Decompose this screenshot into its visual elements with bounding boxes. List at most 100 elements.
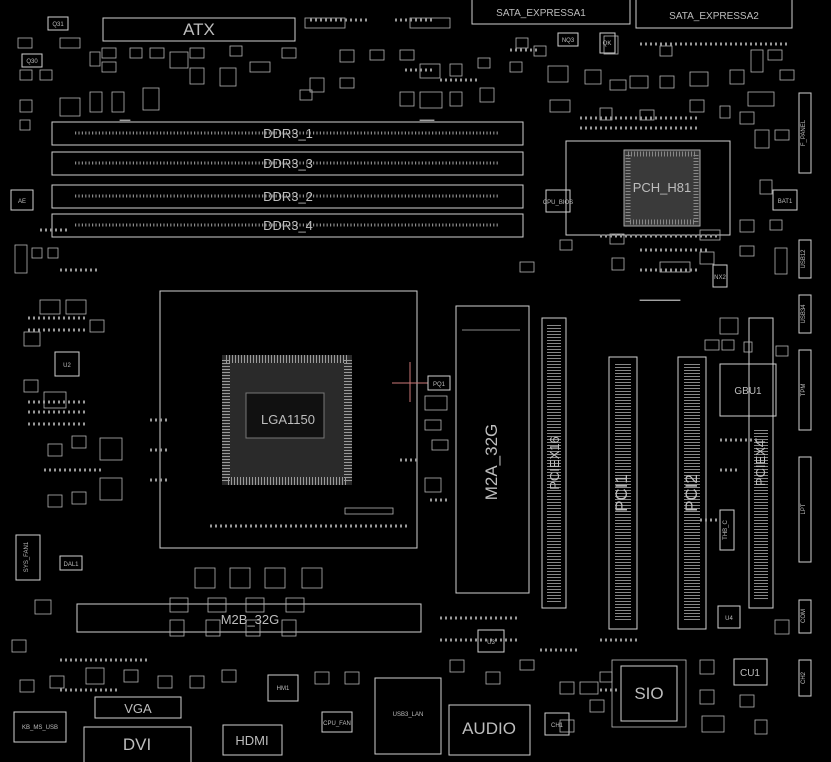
pciex4-slot[interactable]: PCIEX4 [748, 317, 774, 609]
component-outline [424, 419, 442, 431]
f-panel-header[interactable]: F_PANEL [798, 92, 812, 174]
pci1-slot[interactable]: PCI1 [608, 356, 638, 630]
hdmi-port[interactable]: HDMI [222, 724, 283, 756]
sys-fan1-part: SYS_FAN1 [15, 534, 41, 581]
com-header[interactable]: COM [798, 599, 812, 634]
component-outline [603, 35, 619, 55]
cpu-bios-label: CPU_BIOS [543, 200, 573, 206]
component-outline [19, 679, 35, 693]
component-outline [533, 45, 547, 57]
component-outline [424, 395, 448, 411]
component-outline [71, 435, 87, 449]
component-outline [39, 69, 53, 81]
atx-connector[interactable]: ATX [102, 17, 296, 42]
dvi-port[interactable]: DVI [83, 726, 192, 762]
u4-part: U4 [717, 605, 741, 629]
ch2-label: CH2 [801, 671, 807, 684]
component-outline [509, 61, 523, 73]
component-outline [704, 339, 720, 351]
component-outline [743, 341, 753, 353]
gbu1-chip[interactable]: GBU1 [719, 363, 777, 417]
dal1-part: DAL1 [59, 555, 83, 571]
component-outline [249, 61, 271, 73]
m2-slot[interactable]: M2A_32G [455, 305, 530, 594]
q31-label: Q31 [52, 22, 64, 28]
component-outline [189, 47, 205, 59]
component-outline [23, 331, 41, 347]
ch2-header[interactable]: CH2 [798, 659, 812, 697]
kb-ms-usb-port[interactable]: KB_MS_USB [13, 711, 67, 743]
component-outline [31, 247, 43, 259]
pci2-slot[interactable]: PCI2 [677, 356, 707, 630]
atx-label: ATX [183, 20, 215, 39]
m2-bottom-slot[interactable]: M2B_32G [76, 603, 422, 633]
component-outline [779, 69, 795, 81]
component-outline [369, 49, 385, 61]
component-outline [49, 675, 65, 689]
component-outline [71, 491, 87, 505]
component-outline [431, 439, 449, 451]
component-outline [759, 179, 773, 195]
lpt-label: LPT [801, 503, 807, 514]
lpt-header[interactable]: LPT [798, 456, 812, 563]
sata-express-2[interactable]: SATA_EXPRESSA2 [635, 0, 793, 29]
hm1-chip[interactable]: HM1 [267, 674, 299, 702]
component-outline [339, 77, 355, 89]
ddr3-slot-2[interactable]: DDR3_2 [51, 184, 524, 209]
component-outline [729, 69, 745, 85]
component-outline [754, 129, 770, 149]
audio-port[interactable]: AUDIO [448, 704, 531, 756]
component-outline [399, 91, 415, 107]
component-outline [99, 437, 123, 461]
ddr3-slot-1[interactable]: DDR3_1 [51, 121, 524, 146]
usb-lan-port[interactable]: USB3_LAN [374, 677, 442, 755]
hm1-label: HM1 [277, 686, 290, 692]
ddr3-4-label: DDR3_4 [263, 218, 313, 233]
component-outline [774, 619, 790, 635]
usb12-header[interactable]: USB12 [798, 239, 812, 279]
component-outline [519, 261, 535, 273]
component-outline [101, 61, 117, 73]
nx2-part: NX2 [712, 264, 728, 288]
tpm-header[interactable]: TPM [798, 349, 812, 431]
component-outline [89, 51, 101, 67]
ddr3-slot-4[interactable]: DDR3_4 [51, 213, 524, 238]
usb34-label: USB34 [801, 304, 807, 324]
sata-express-1[interactable]: SATA_EXPRESSA1 [471, 0, 631, 25]
cpu-bios-part: CPU_BIOS [543, 189, 573, 213]
ddr3-slot-3[interactable]: DDR3_3 [51, 151, 524, 176]
pq1-label: PQ1 [433, 382, 446, 388]
component-outline [169, 619, 185, 637]
vga-port[interactable]: VGA [94, 696, 182, 719]
component-outline [221, 669, 237, 683]
pch-chip[interactable]: PCH_H81 [565, 140, 731, 236]
component-outline [207, 597, 227, 613]
component-outline [285, 597, 305, 613]
component-outline [559, 239, 573, 251]
component-outline [599, 107, 613, 121]
component-outline [281, 619, 297, 637]
u3-part: U3 [477, 629, 505, 653]
cpu-fan-label: CPU_FAN [323, 721, 351, 727]
sio-chip[interactable]: SIO [611, 659, 687, 728]
fan1-label: SYS_FAN1 [24, 541, 30, 572]
hdmi-label: HDMI [235, 733, 268, 748]
cu1-chip[interactable]: CU1 [733, 658, 768, 686]
component-outline [611, 257, 625, 271]
component-outline [149, 47, 165, 59]
sata1-label: SATA_EXPRESSA1 [496, 8, 586, 19]
component-outline [301, 567, 323, 589]
component-outline [419, 119, 435, 121]
u4-label: U4 [725, 616, 733, 622]
bat1-label: BAT1 [778, 199, 793, 205]
component-outline [559, 681, 575, 695]
component-outline [344, 507, 394, 515]
usb34-header[interactable]: USB34 [798, 294, 812, 334]
component-outline [449, 91, 463, 107]
ch1-label: CH1 [551, 723, 564, 729]
pciex16-slot[interactable]: PCIEX16 [541, 317, 567, 609]
component-outline [769, 219, 783, 231]
component-outline [281, 47, 297, 59]
component-outline [47, 247, 59, 259]
component-outline [89, 91, 103, 113]
